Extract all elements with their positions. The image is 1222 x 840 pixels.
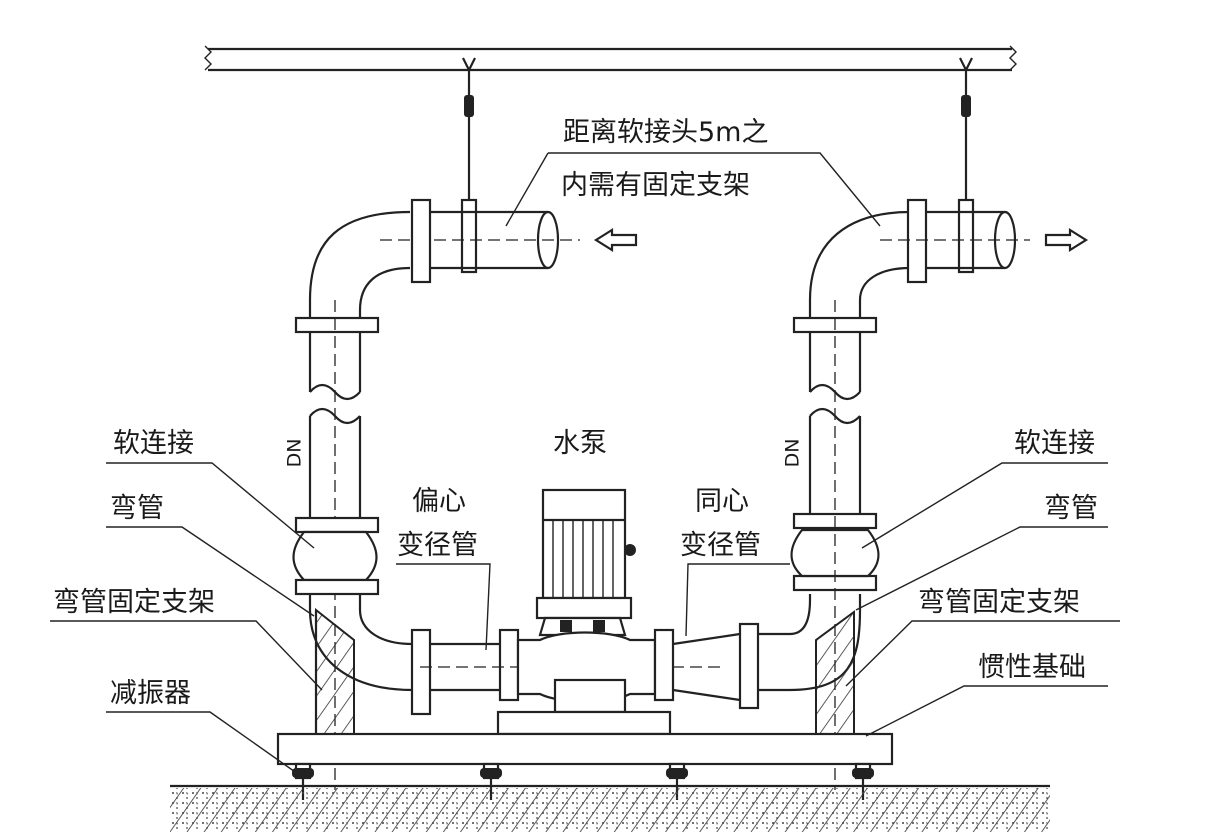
right-outlet-pipe	[808, 198, 1030, 318]
pump-label: 水泵	[553, 428, 607, 459]
elbow-support-right-label: 弯管固定支架	[918, 587, 1080, 618]
soft-joint-right-label: 软连接	[1014, 428, 1095, 459]
soft-joint-left-label: 软连接	[113, 428, 194, 459]
dn-left-label: DN	[283, 438, 306, 468]
right-discharge-pipe	[653, 594, 862, 710]
concentric-reducer-label-2: 变径管	[680, 530, 761, 561]
ceiling-beam	[204, 45, 1017, 72]
left-riser-pipe	[292, 332, 413, 692]
flow-arrow-right-icon	[1044, 228, 1089, 252]
flow-arrow-left-icon	[593, 228, 638, 252]
pump	[496, 488, 672, 736]
leader-lines	[50, 152, 1120, 775]
eccentric-reducer-label-2: 变径管	[397, 530, 478, 561]
note-line-2: 内需有固定支架	[561, 170, 750, 201]
inertia-base	[276, 732, 894, 766]
elbow-support-left-label: 弯管固定支架	[53, 587, 215, 618]
left-elbow-support	[314, 607, 355, 735]
eccentric-reducer-label-1: 偏心	[412, 486, 466, 517]
concentric-reducer-label-1: 同心	[695, 486, 749, 517]
ground-slab	[170, 784, 1050, 832]
hanger-left	[460, 57, 478, 274]
elbow-right-label: 弯管	[1044, 493, 1098, 524]
inertia-base-label: 惯性基础	[978, 652, 1086, 683]
elbow-left-label: 弯管	[110, 493, 164, 524]
damper-label: 减振器	[110, 678, 191, 709]
damper-2	[480, 762, 502, 800]
note-line-1: 距离软接头5m之	[563, 117, 769, 148]
right-riser-pipe	[790, 300, 880, 790]
dn-right-label: DN	[781, 438, 804, 468]
hanger-right	[957, 57, 975, 274]
